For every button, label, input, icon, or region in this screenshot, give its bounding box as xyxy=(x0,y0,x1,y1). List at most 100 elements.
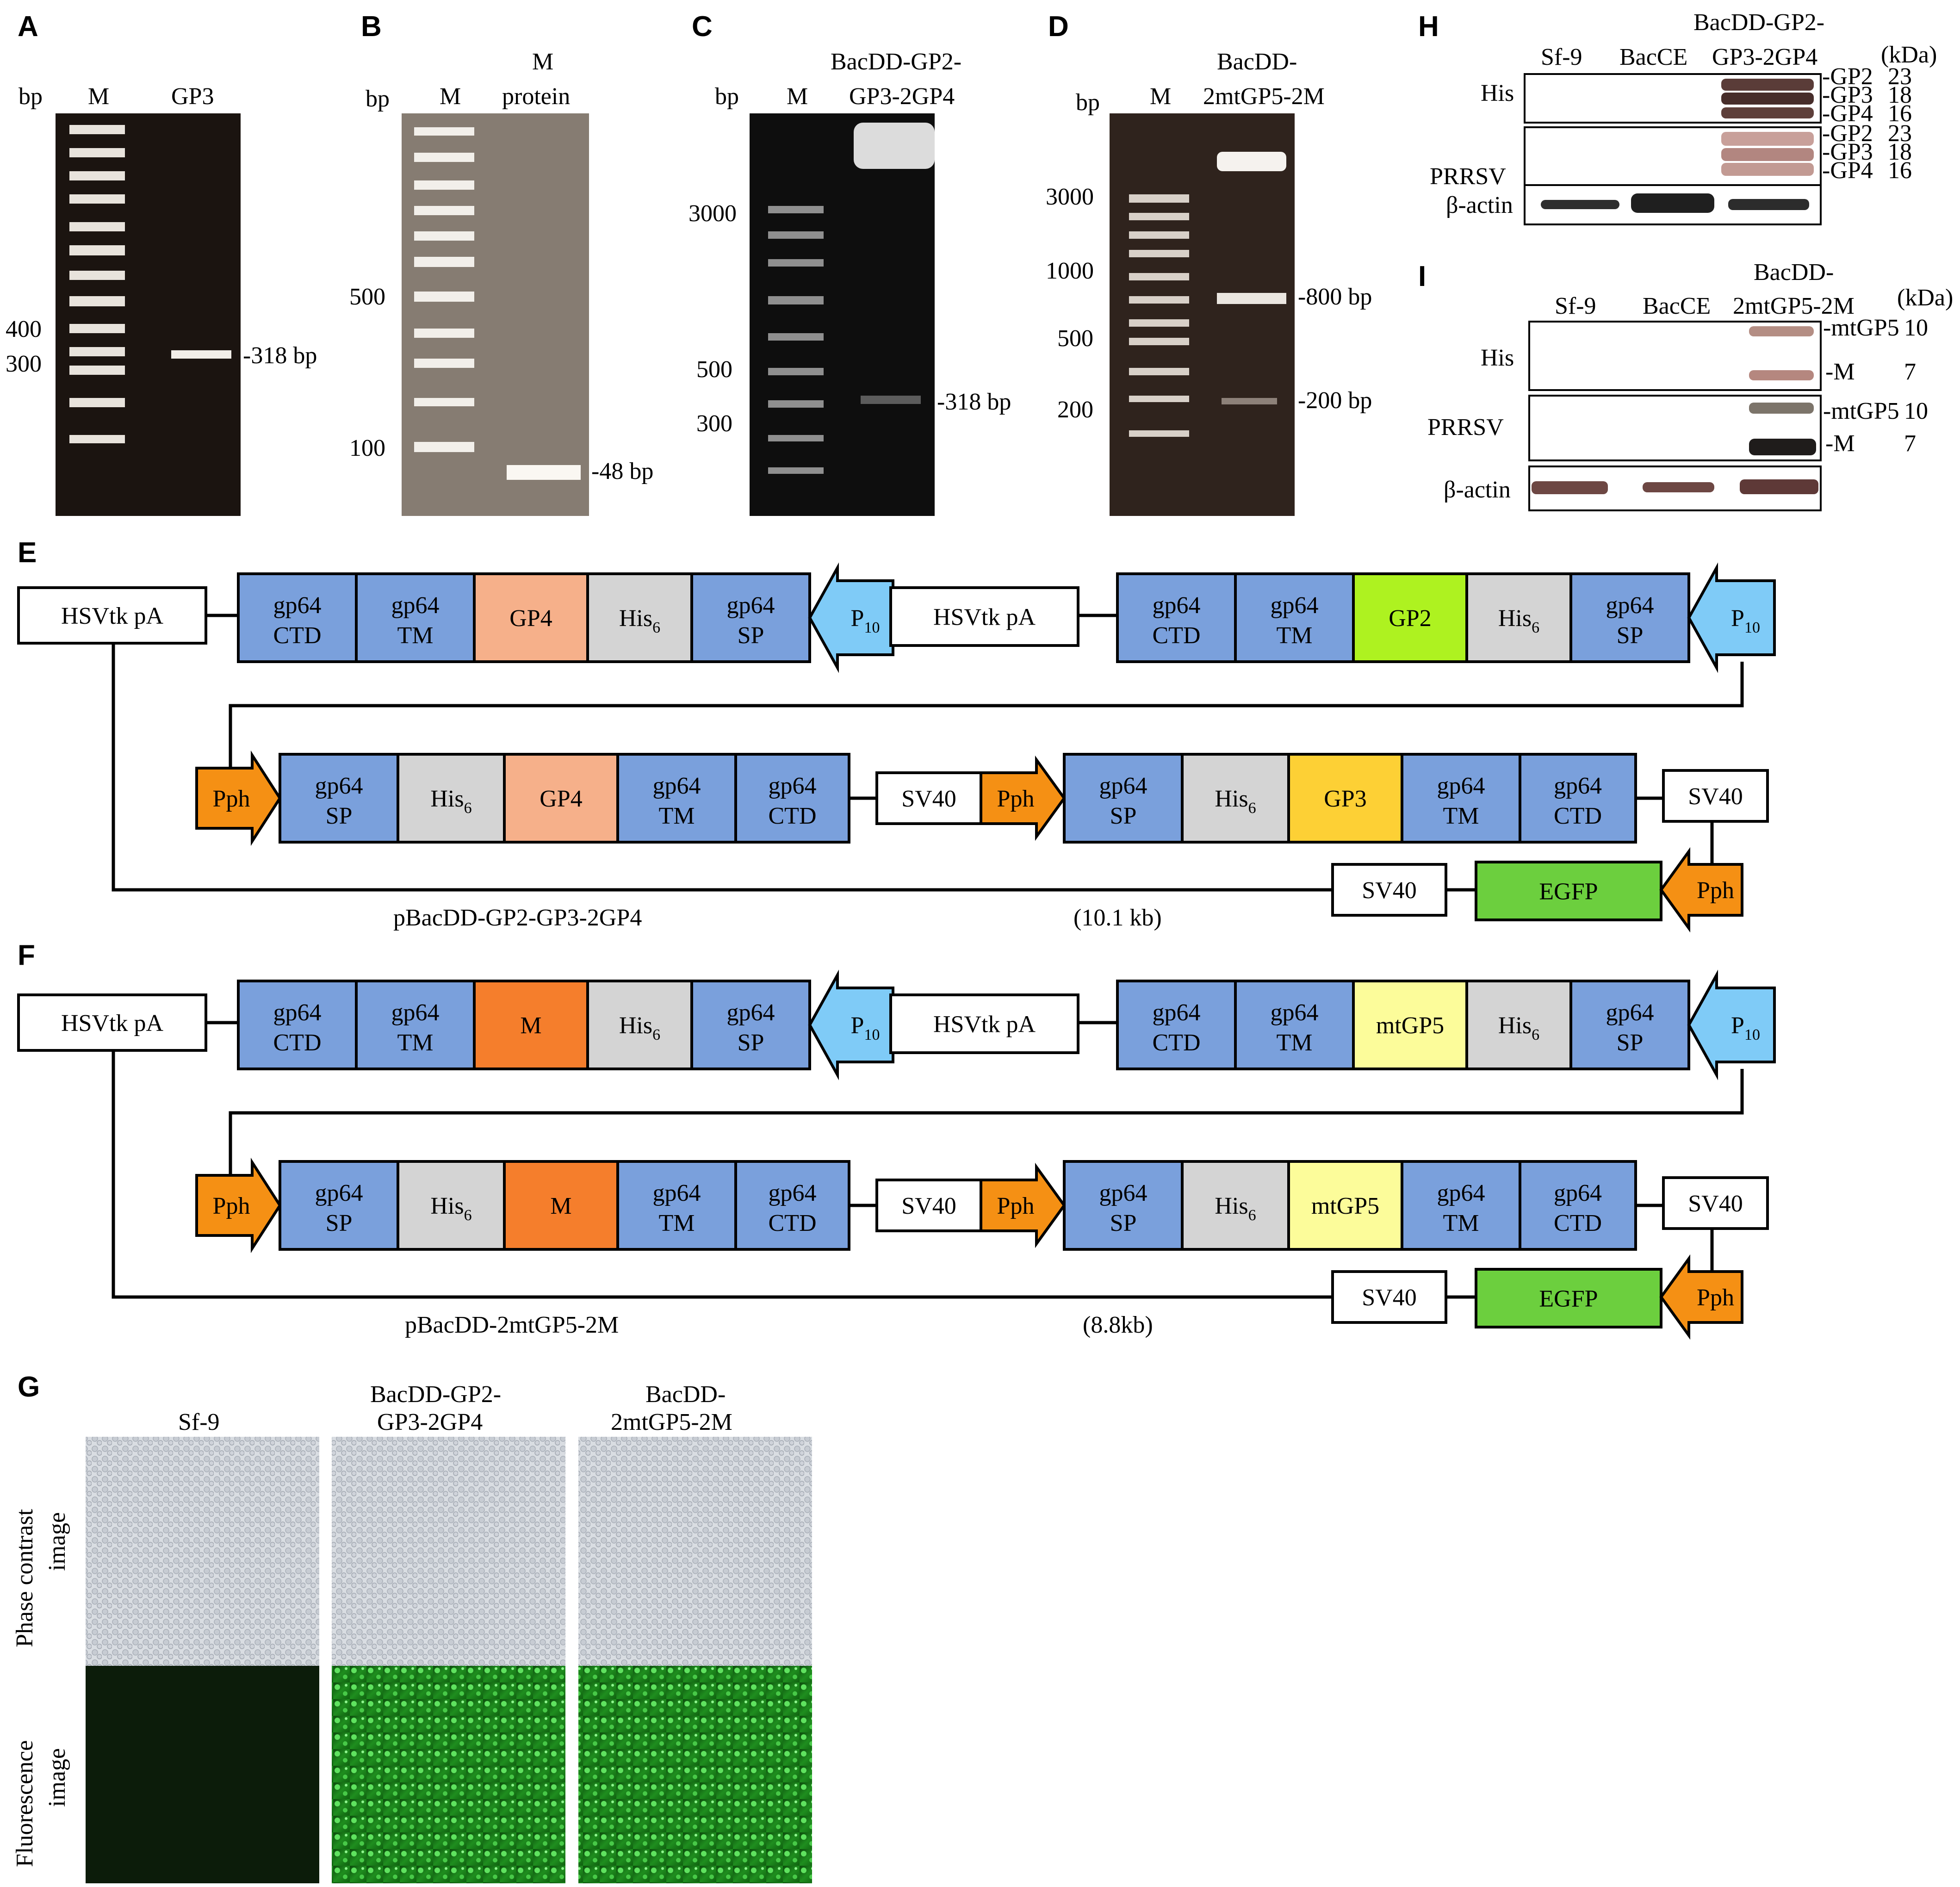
hsvtk-pa-label: HSVtk pA xyxy=(61,603,163,629)
band-label: -GP3 xyxy=(1822,139,1873,165)
gp64-ctd-label: CTD xyxy=(1554,1210,1602,1236)
blot-bands xyxy=(1541,79,1814,213)
micrograph-phase-gp xyxy=(332,1437,565,1673)
column-label: BacDD- xyxy=(645,1381,726,1408)
p10-promoter-label: P10 xyxy=(851,605,880,636)
kda-value: 16 xyxy=(1888,157,1912,184)
ladder-bands xyxy=(768,206,824,474)
gp64-sp-label: SP xyxy=(738,1030,764,1056)
bp-label: bp xyxy=(715,83,739,110)
ladder-bands xyxy=(1129,194,1189,437)
p10-promoter: P10 xyxy=(808,969,894,1080)
p10-promoter: P10 xyxy=(808,562,894,673)
panel-letter: C xyxy=(692,11,713,43)
panel-letter: F xyxy=(18,939,35,971)
pph-promoter: Pph xyxy=(195,750,282,846)
pph-promoter: Pph xyxy=(1659,1254,1743,1340)
band-label: -GP4 xyxy=(1822,100,1873,127)
row-label: image xyxy=(44,1748,70,1807)
gp64-ctd-label: gp64 xyxy=(769,1180,817,1206)
pph-promoter-label: Pph xyxy=(213,786,250,812)
gel-image xyxy=(750,113,935,516)
lane-sample-label: BacDD-GP2- xyxy=(831,49,961,75)
p10-promoter: P10 xyxy=(1687,969,1776,1080)
plasmid-band xyxy=(854,123,935,169)
band-label: -48 bp xyxy=(591,458,653,484)
p10-promoter-label: P10 xyxy=(1731,1012,1760,1043)
band-label: -GP2 xyxy=(1822,63,1873,90)
his6-tag-label: His6 xyxy=(430,786,471,817)
gp64-sp-label: gp64 xyxy=(1099,773,1147,799)
panel-letter: G xyxy=(18,1371,40,1403)
gp64-ctd-label: CTD xyxy=(1153,622,1201,649)
gp64-ctd-label: gp64 xyxy=(1554,1180,1602,1206)
gp64-tm-label: TM xyxy=(1443,1210,1479,1236)
plasmid-size: (8.8kb) xyxy=(1083,1312,1153,1338)
gp64-sp-label: gp64 xyxy=(1606,999,1654,1026)
micrograph-phase-mtgp5 xyxy=(578,1437,812,1673)
ladder-bands xyxy=(69,125,125,443)
band-label: -mtGP5 xyxy=(1823,398,1899,424)
band-label: -M xyxy=(1825,430,1855,457)
hsvtk-pa: HSVtk pA xyxy=(17,993,207,1052)
kda-value: 16 xyxy=(1888,100,1912,127)
his6-tag: His6 xyxy=(397,1160,506,1251)
kda-value: 18 xyxy=(1888,139,1912,165)
pph-promoter: Pph xyxy=(1659,847,1743,933)
insert: mtGP5 xyxy=(1287,1160,1403,1251)
egfp-gene-label: EGFP xyxy=(1539,879,1598,905)
lane-sample-label: protein xyxy=(502,83,570,110)
panel-letter: H xyxy=(1418,11,1439,43)
kda-label: (kDa) xyxy=(1897,285,1953,311)
gp64-tm-label: TM xyxy=(397,622,434,649)
gp64-tm-label: TM xyxy=(1277,1030,1313,1056)
band-label: -M xyxy=(1825,359,1855,385)
lane-marker-label: M xyxy=(1150,83,1171,110)
p10-promoter-label: P10 xyxy=(1731,605,1760,636)
kda-value: 10 xyxy=(1904,398,1928,424)
kda-value: 7 xyxy=(1904,359,1916,385)
row-label: β-actin xyxy=(1444,477,1511,503)
sv40-pa: SV40 xyxy=(875,1179,982,1232)
his6-tag-label: His6 xyxy=(619,1012,660,1043)
band-label: -mtGP5 xyxy=(1823,315,1899,341)
his6-tag: His6 xyxy=(586,572,693,663)
blot-bands xyxy=(1532,326,1818,494)
gp64-ctd-label: CTD xyxy=(1554,803,1602,829)
gp64-tm-label: gp64 xyxy=(653,773,701,799)
pph-promoter-label: Pph xyxy=(1697,1285,1734,1311)
column-label: Sf-9 xyxy=(178,1409,220,1435)
panel-letter: D xyxy=(1048,11,1069,43)
ladder-bands xyxy=(414,127,474,452)
lane-label: GP3-2GP4 xyxy=(1712,44,1817,70)
insert: mtGP5 xyxy=(1352,980,1468,1070)
sv40-pa-label: SV40 xyxy=(901,1193,956,1219)
panel-letter: I xyxy=(1418,261,1426,292)
hsvtk-pa: HSVtk pA xyxy=(17,586,207,645)
pph-promoter: Pph xyxy=(195,1157,282,1254)
column-label: GP3-2GP4 xyxy=(377,1409,483,1435)
kda-value: 23 xyxy=(1888,63,1912,90)
his6-tag: His6 xyxy=(586,980,693,1070)
gp64-sp-label: SP xyxy=(1110,1210,1137,1236)
bp-label: bp xyxy=(19,83,43,110)
gp64-ctd-label: gp64 xyxy=(1554,773,1602,799)
gp64-tm-label: gp64 xyxy=(391,592,440,619)
band-label: -318 bp xyxy=(243,342,317,369)
sv40-pa-label: SV40 xyxy=(1362,1285,1416,1311)
p10-promoter-label: P10 xyxy=(851,1012,880,1043)
pph-promoter-label: Pph xyxy=(1697,877,1734,904)
row-label: PRRSV xyxy=(1427,414,1504,441)
row-label: Phase contrast xyxy=(12,1509,38,1647)
